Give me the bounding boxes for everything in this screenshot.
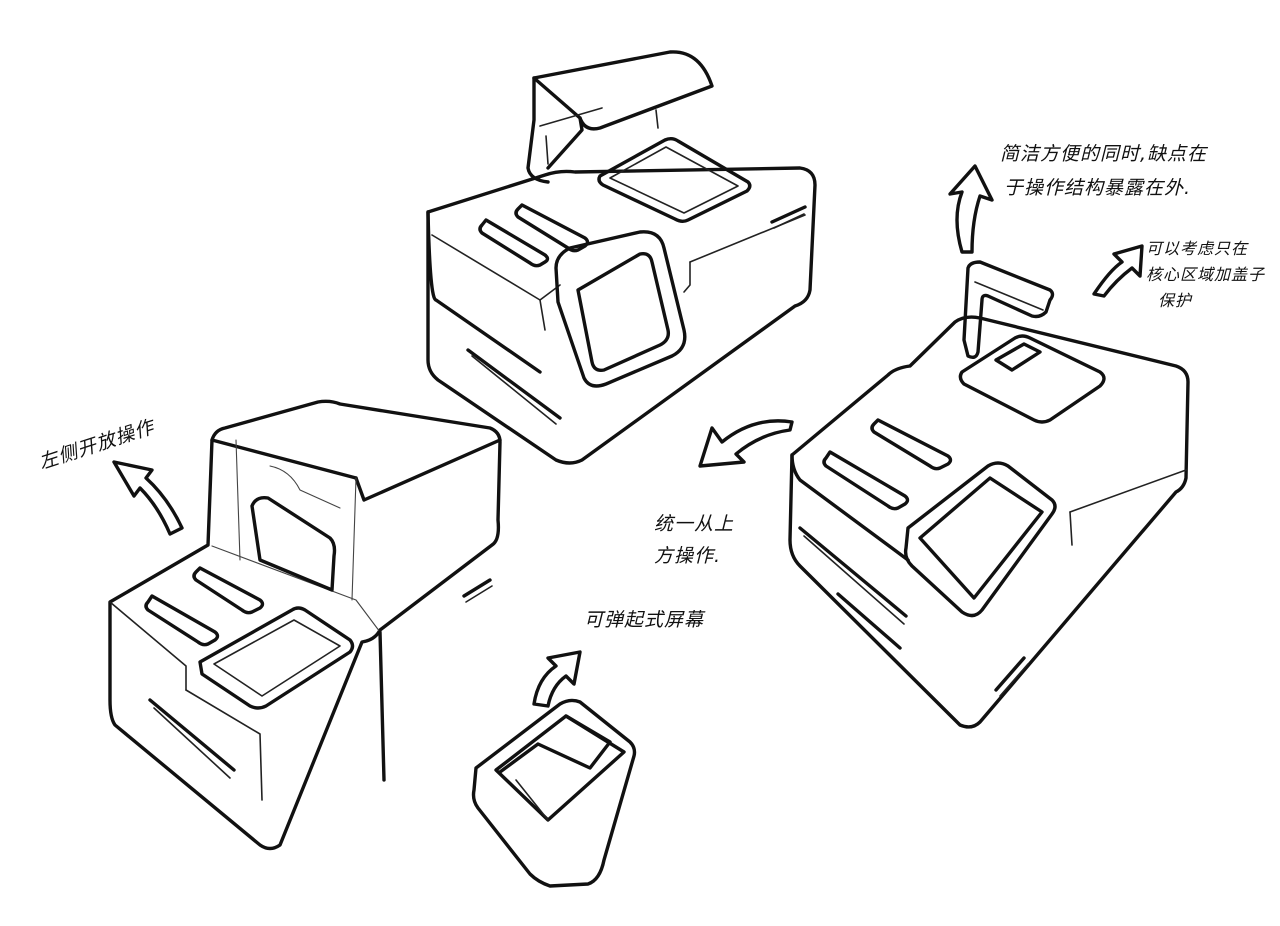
device-sketch-overhead-arm [426,50,817,465]
note-popup-screen: 可弹起式屏幕 [584,609,705,631]
arrow-unified [698,419,794,468]
note-unified-line2: 方操作. [654,545,722,567]
arrow-popup [532,650,582,708]
note-cover-line1: 可以考虑只在 [1146,239,1249,258]
arrow-left-open [112,460,184,536]
note-top-line1: 简洁方便的同时,缺点在 [1000,143,1208,165]
note-unified-line1: 统一从上 [654,513,735,535]
device-sketch-left-cover [108,399,502,851]
arrow-cover-note [1092,244,1144,298]
note-cover-line3: 保护 [1158,291,1193,310]
popup-screen-sketch [471,698,637,888]
note-cover-line2: 核心区域加盖子 [1146,265,1266,284]
note-top-line2: 于操作结构暴露在外. [1004,177,1192,199]
arrow-top-note [948,164,994,254]
device-sketch-right [788,260,1190,729]
